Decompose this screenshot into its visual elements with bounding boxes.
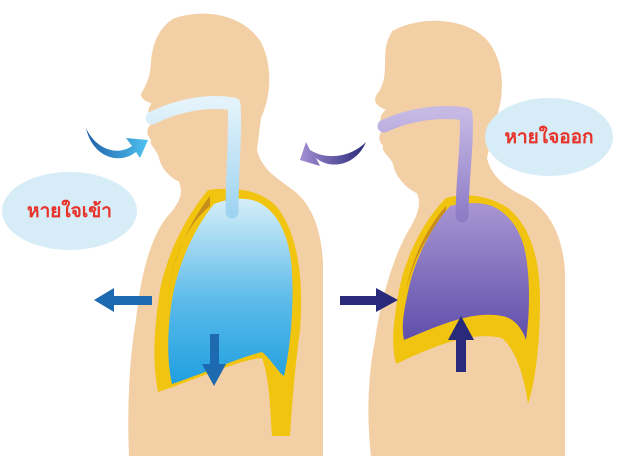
exhale-label-bubble: หายใจออก	[485, 98, 613, 176]
curved-arrow-in-icon	[86, 128, 148, 158]
inhale-label: หายใจเข้า	[27, 196, 112, 226]
inhale-figure	[127, 13, 324, 457]
inhale-label-bubble: หายใจเข้า	[2, 172, 137, 250]
exhale-label: หายใจออก	[504, 122, 593, 152]
curved-arrow-out-icon	[300, 142, 366, 166]
exhale-figure	[367, 20, 566, 457]
